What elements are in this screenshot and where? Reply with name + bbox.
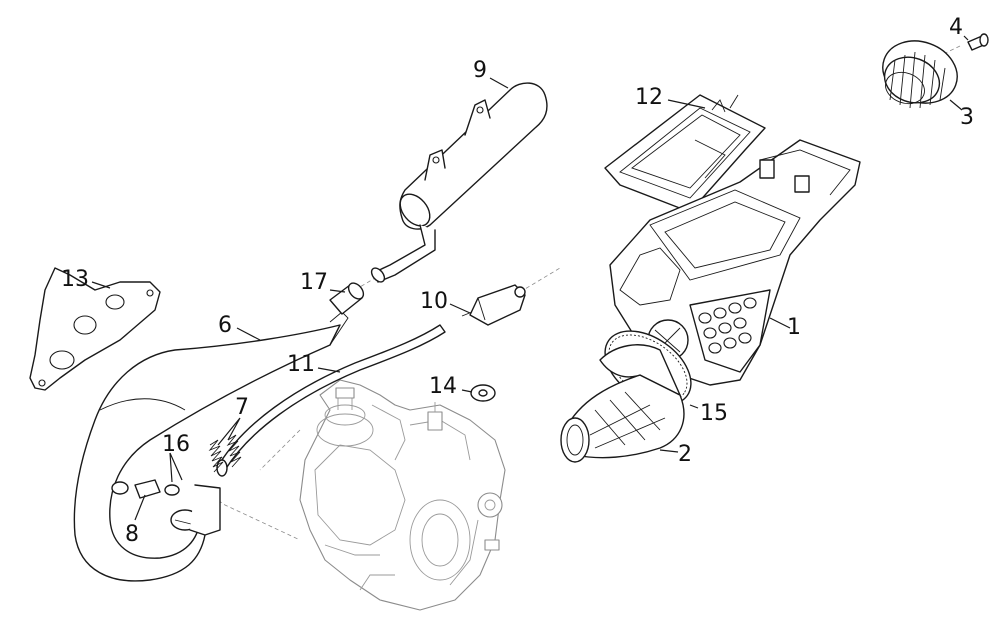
callout-10: 10 bbox=[420, 289, 448, 314]
airbox-lid bbox=[604, 94, 766, 213]
expansion-chamber bbox=[73, 311, 349, 582]
silencer bbox=[370, 82, 548, 283]
exhaust-gasket bbox=[29, 267, 161, 391]
washer bbox=[470, 384, 496, 402]
screw bbox=[967, 33, 989, 51]
callout-11: 11 bbox=[287, 352, 315, 377]
callout-2: 2 bbox=[678, 442, 692, 467]
engine-block bbox=[299, 379, 506, 611]
callout-14: 14 bbox=[429, 374, 457, 399]
pipe-sleeve bbox=[329, 282, 365, 315]
callout-13: 13 bbox=[61, 267, 89, 292]
airbox bbox=[609, 139, 861, 386]
intake-boot bbox=[560, 344, 685, 463]
callout-labels: 1 2 3 4 6 7 8 9 10 11 12 13 14 15 16 17 bbox=[61, 15, 974, 547]
stud-and-washers bbox=[111, 479, 180, 499]
springs bbox=[208, 434, 242, 473]
callout-12: 12 bbox=[635, 85, 663, 110]
callout-3: 3 bbox=[960, 105, 974, 130]
callout-9: 9 bbox=[473, 58, 487, 83]
callout-8: 8 bbox=[125, 522, 139, 547]
mount-bracket bbox=[461, 284, 526, 326]
air-filter bbox=[882, 40, 958, 109]
callout-7: 7 bbox=[235, 395, 249, 420]
callout-4: 4 bbox=[949, 15, 963, 40]
callout-15: 15 bbox=[700, 401, 728, 426]
callout-1: 1 bbox=[787, 315, 801, 340]
callout-17: 17 bbox=[300, 270, 328, 295]
leader-lines bbox=[91, 35, 969, 521]
callout-16: 16 bbox=[162, 432, 190, 457]
callout-6: 6 bbox=[218, 313, 232, 338]
